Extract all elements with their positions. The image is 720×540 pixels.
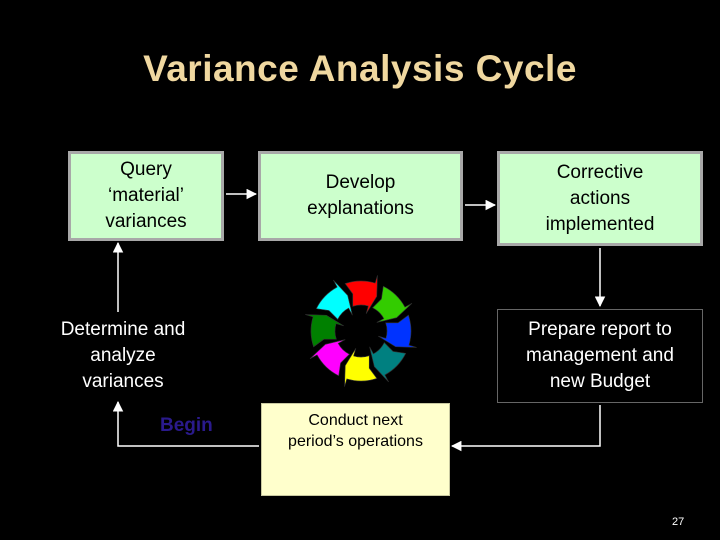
determine-analyze-label: Determine and analyze variances xyxy=(60,319,186,392)
query-variances-box: Query ‘material’ variances xyxy=(68,151,224,241)
arrow-conduct-to-determine xyxy=(112,400,259,447)
determine-analyze-box: Determine and analyze variances xyxy=(28,312,218,400)
cycle-segment-7 xyxy=(315,279,353,320)
cycle-segment-5 xyxy=(309,339,350,377)
develop-explanations-box: Develop explanations xyxy=(258,151,463,241)
conduct-operations-box: Conduct next period’s operations xyxy=(261,403,450,496)
page-number: 27 xyxy=(672,516,685,528)
cycle-segment-1 xyxy=(372,285,413,323)
prepare-report-label: Prepare report to management and new Bud… xyxy=(526,319,674,392)
prepare-report-box: Prepare report to management and new Bud… xyxy=(497,309,703,403)
cycle-segment-2 xyxy=(378,314,417,348)
develop-explanations-label: Develop explanations xyxy=(307,172,414,219)
conduct-operations-label: Conduct next period’s operations xyxy=(288,412,423,450)
cycle-segment-4 xyxy=(344,348,378,387)
page-title: Variance Analysis Cycle xyxy=(143,48,577,89)
cycle-arrows-icon xyxy=(305,275,417,387)
cycle-segment-0 xyxy=(344,275,378,314)
cycle-segment-3 xyxy=(369,342,407,383)
corrective-actions-box: Corrective actions implemented xyxy=(497,151,703,246)
query-variances-label: Query ‘material’ variances xyxy=(105,159,187,232)
begin-label: Begin xyxy=(160,415,213,436)
cycle-segment-6 xyxy=(305,314,344,348)
arrow-prepare-to-conduct xyxy=(450,405,601,452)
corrective-actions-label: Corrective actions implemented xyxy=(545,161,655,235)
